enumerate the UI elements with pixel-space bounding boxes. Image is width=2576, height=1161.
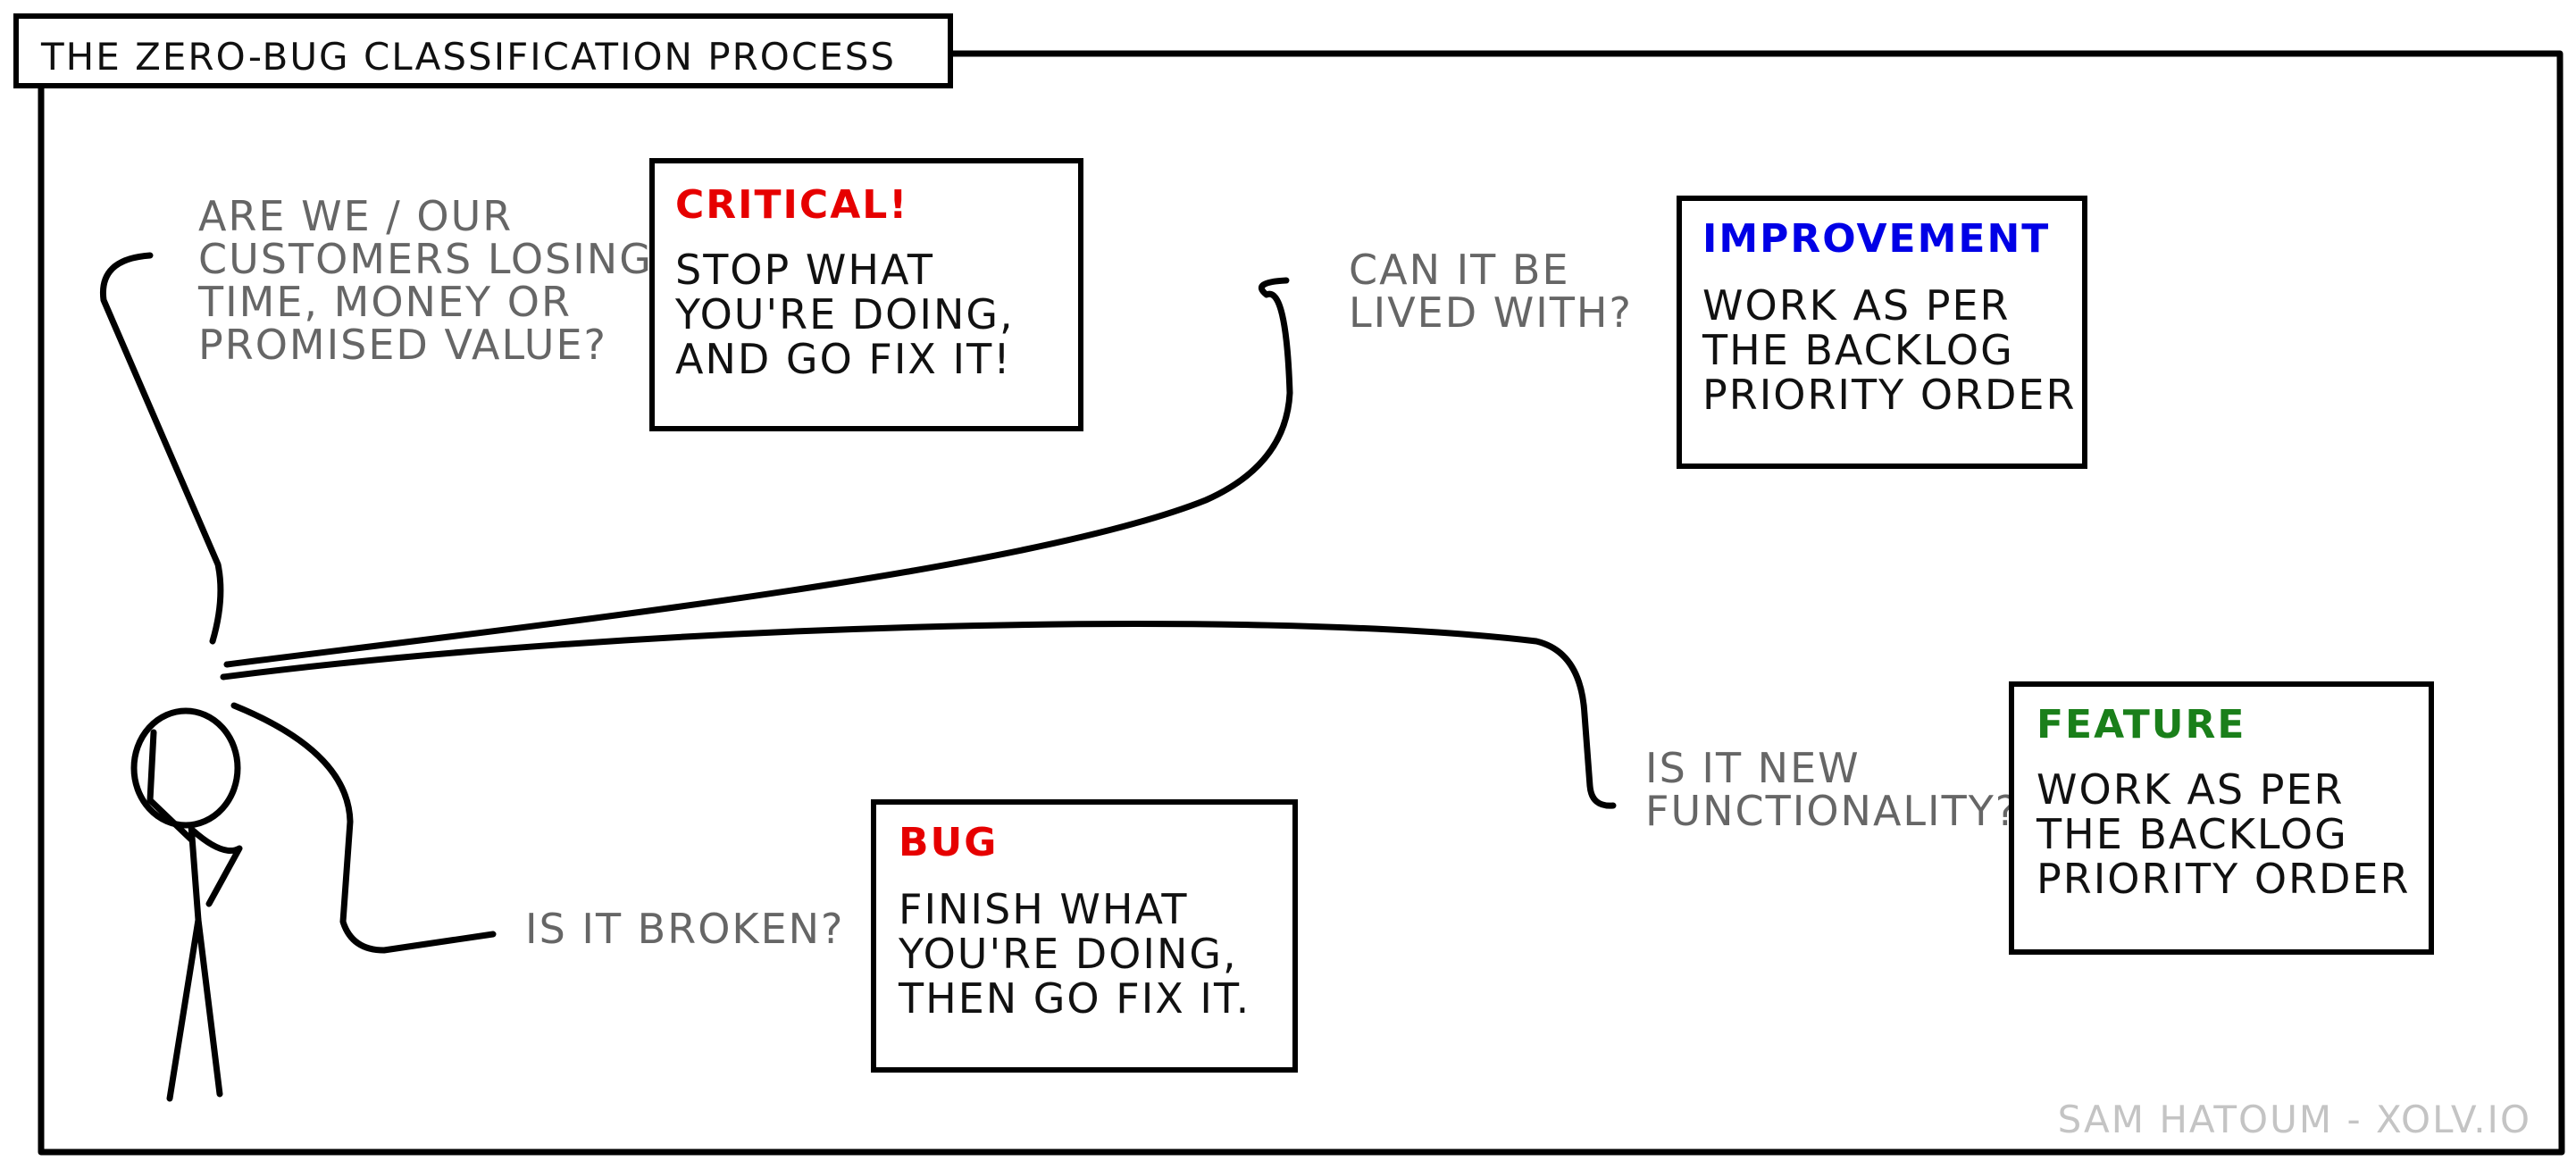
author-credit: SAM HATOUM - XOLV.IO bbox=[2058, 1098, 2531, 1141]
question-line: IS IT BROKEN? bbox=[525, 905, 844, 953]
question-line: CUSTOMERS LOSING bbox=[198, 235, 653, 283]
panel-frame: THE ZERO-BUG CLASSIFICATION PROCESS bbox=[13, 13, 2565, 1156]
box-bug-line: YOU'RE DOING, bbox=[898, 930, 1238, 978]
question-line: FUNCTIONALITY? bbox=[1645, 787, 2019, 835]
question-line: PROMISED VALUE? bbox=[198, 321, 607, 369]
box-critical-line: AND GO FIX IT! bbox=[675, 335, 1012, 383]
box-critical-line: YOU'RE DOING, bbox=[674, 290, 1015, 338]
box-bug-line: THEN GO FIX IT. bbox=[898, 974, 1250, 1023]
box-critical-frame bbox=[649, 158, 1083, 431]
box-bug-line: FINISH WHAT bbox=[899, 885, 1188, 933]
box-improvement-line: THE BACKLOG bbox=[1702, 326, 2014, 374]
box-feature-frame bbox=[2009, 681, 2434, 955]
box-feature: FEATURE WORK AS PER THE BACKLOG PRIORITY… bbox=[2009, 681, 2434, 955]
box-feature-line: WORK AS PER bbox=[2037, 765, 2345, 814]
question-line: IS IT NEW bbox=[1645, 744, 1861, 792]
question-losing-value: ARE WE / OUR CUSTOMERS LOSING TIME, MONE… bbox=[197, 192, 653, 369]
figure-head bbox=[130, 707, 241, 829]
box-improvement-title: IMPROVEMENT bbox=[1702, 216, 2050, 262]
stick-figure bbox=[130, 707, 243, 1102]
box-feature-line: PRIORITY ORDER bbox=[2037, 855, 2410, 903]
box-bug-title: BUG bbox=[899, 820, 998, 865]
box-improvement: IMPROVEMENT WORK AS PER THE BACKLOG PRIO… bbox=[1677, 196, 2087, 469]
box-improvement-frame bbox=[1677, 196, 2087, 469]
question-broken: IS IT BROKEN? bbox=[525, 905, 844, 953]
question-new-functionality: IS IT NEW FUNCTIONALITY? bbox=[1645, 744, 2019, 835]
question-line: CAN IT BE bbox=[1349, 246, 1570, 294]
question-line: ARE WE / OUR bbox=[198, 192, 513, 240]
figure-right-leg bbox=[195, 916, 223, 1098]
question-lived-with: CAN IT BE LIVED WITH? bbox=[1349, 246, 1633, 337]
line-to-losing-value bbox=[99, 252, 224, 645]
figure-body-left-leg bbox=[166, 822, 202, 1102]
line-to-broken bbox=[230, 702, 497, 954]
box-bug-frame bbox=[871, 799, 1298, 1073]
thought-lines bbox=[99, 252, 1617, 954]
figure-hand-on-chin bbox=[146, 729, 195, 843]
box-critical-line: STOP WHAT bbox=[675, 246, 934, 294]
frame-border bbox=[38, 50, 2565, 1156]
question-line: LIVED WITH? bbox=[1349, 288, 1633, 337]
question-line: TIME, MONEY OR bbox=[197, 278, 572, 326]
figure-right-arm bbox=[189, 827, 243, 907]
box-feature-line: THE BACKLOG bbox=[2036, 810, 2348, 858]
box-feature-title: FEATURE bbox=[2037, 702, 2246, 748]
comic-title: THE ZERO-BUG CLASSIFICATION PROCESS bbox=[40, 35, 896, 79]
title-box bbox=[13, 13, 953, 88]
line-to-new-functionality bbox=[220, 621, 1617, 809]
box-critical: CRITICAL! STOP WHAT YOU'RE DOING, AND GO… bbox=[649, 158, 1083, 431]
box-critical-title: CRITICAL! bbox=[675, 182, 908, 228]
box-bug: BUG FINISH WHAT YOU'RE DOING, THEN GO FI… bbox=[871, 799, 1298, 1073]
line-to-lived-with bbox=[223, 277, 1293, 668]
box-improvement-line: PRIORITY ORDER bbox=[1702, 371, 2076, 419]
box-improvement-line: WORK AS PER bbox=[1702, 281, 2011, 330]
